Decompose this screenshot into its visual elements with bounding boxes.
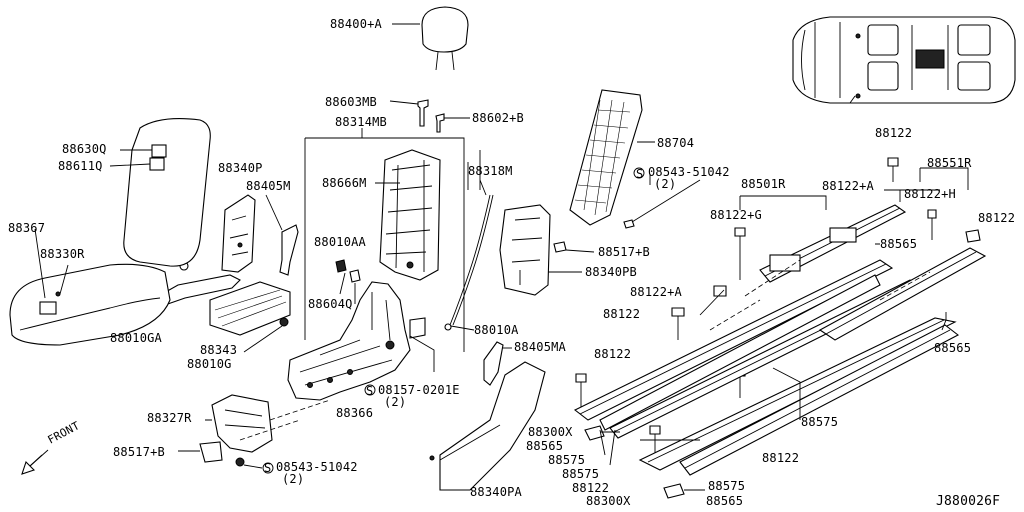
label-88122-h: 88122+H: [904, 187, 956, 201]
label-88330r: 88330R: [40, 247, 85, 261]
label-88318m: 88318M: [468, 164, 513, 178]
label-88343: 88343: [200, 343, 238, 357]
seat-back-icon: [569, 89, 643, 226]
label-88517-b-bot: 88517+B: [113, 445, 165, 459]
label-88300x-a: 88300X: [528, 425, 573, 439]
label-s-symbol-b: S: [366, 384, 374, 398]
label-88666m: 88666M: [322, 176, 367, 190]
label-08543-b-qty: (2): [282, 472, 305, 486]
label-88010aa: 88010AA: [314, 235, 366, 249]
label-88122-right: 88122: [978, 211, 1016, 225]
label-88122-a-top: 88122+A: [822, 179, 874, 193]
label-88122-c: 88122: [594, 347, 632, 361]
label-88575-a: 88575: [801, 415, 839, 429]
label-s-symbol-a: S: [636, 167, 644, 181]
headrest-icon: [421, 6, 469, 71]
bolt-icon: [575, 157, 981, 460]
label-08157: 08157-0201E: [378, 383, 460, 397]
label-88010g: 88010G: [187, 357, 232, 371]
car-top-view-icon: [792, 16, 1016, 104]
label-88565-c: 88565: [526, 439, 564, 453]
label-88565-a: 88565: [880, 237, 918, 251]
label-08543-a: 08543-51042: [648, 165, 730, 179]
label-88704: 88704: [657, 136, 695, 150]
label-88122-d: 88122: [762, 451, 800, 465]
label-08157-qty: (2): [384, 395, 407, 409]
label-88010ga: 88010GA: [110, 331, 162, 345]
label-88630q: 88630Q: [62, 142, 107, 156]
label-s-symbol-c: S: [264, 461, 272, 475]
rail-icon: [573, 204, 987, 476]
label-88122-top: 88122: [875, 126, 913, 140]
label-08543-a-qty: (2): [654, 177, 677, 191]
label-88340pa: 88340PA: [470, 485, 522, 499]
diagram-code: J880026F: [936, 494, 1001, 509]
label-88575-d: 88575: [708, 479, 746, 493]
label-88604q: 88604Q: [308, 297, 353, 311]
seat-cushion-icon: [9, 118, 211, 346]
label-88300x-b: 88300X: [586, 494, 631, 508]
label-88367: 88367: [8, 221, 46, 235]
label-88602-b: 88602+B: [472, 111, 524, 125]
label-88611q: 88611Q: [58, 159, 103, 173]
seat-frame-icon: [379, 149, 441, 281]
label-88122-e: 88122: [572, 481, 610, 495]
label-88501r: 88501R: [741, 177, 786, 191]
front-arrow-icon: [21, 449, 49, 475]
label-88551r: 88551R: [927, 156, 972, 170]
label-88340p: 88340P: [218, 161, 263, 175]
label-88314mb: 88314MB: [335, 115, 387, 129]
label-88575-c: 88575: [562, 467, 600, 481]
label-88603mb: 88603MB: [325, 95, 377, 109]
label-88366: 88366: [336, 406, 374, 420]
label-08543-b: 08543-51042: [276, 460, 358, 474]
label-88575-b: 88575: [548, 453, 586, 467]
clip-icon: [584, 425, 705, 499]
label-88327r: 88327R: [147, 411, 192, 425]
label-88340pb: 88340PB: [585, 265, 637, 279]
label-88400-a: 88400+A: [330, 17, 382, 31]
label-88122-a-mid: 88122+A: [630, 285, 682, 299]
label-88010a: 88010A: [474, 323, 519, 337]
label-88565-b: 88565: [934, 341, 972, 355]
label-88122-mid: 88122: [603, 307, 641, 321]
label-88405m: 88405M: [246, 179, 291, 193]
label-88517-b-mid: 88517+B: [598, 245, 650, 259]
label-88565-d: 88565: [706, 494, 744, 508]
label-88122-g: 88122+G: [710, 208, 762, 222]
label-88405ma: 88405MA: [514, 340, 566, 354]
